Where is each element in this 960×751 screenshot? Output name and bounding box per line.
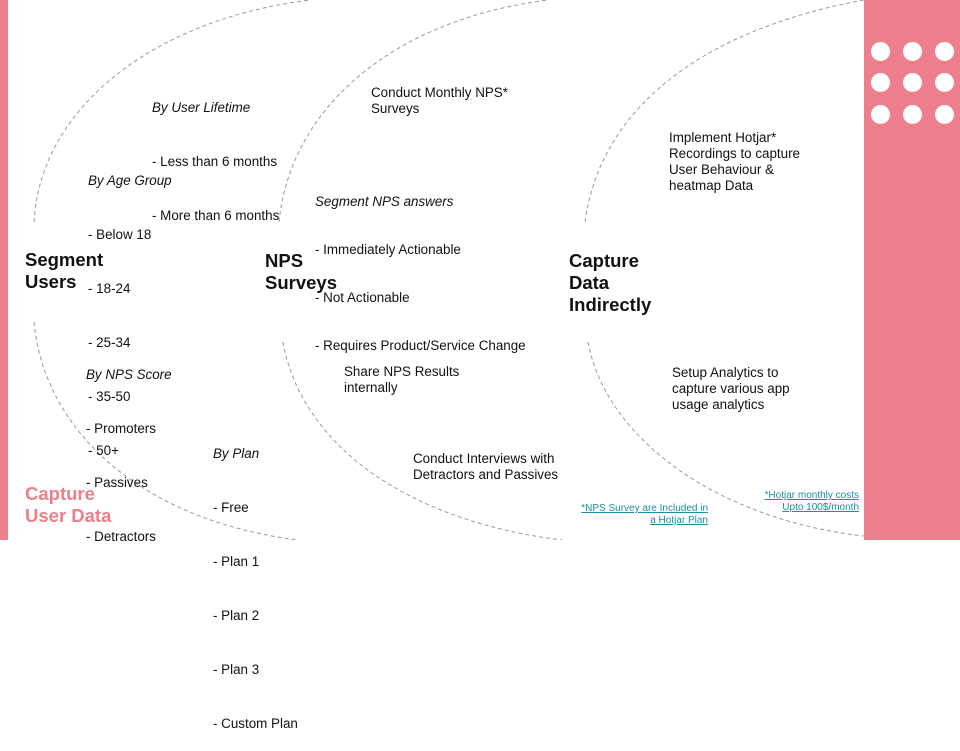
- arc-nps-bottom: [282, 341, 563, 540]
- segment-nps-answers-heading: Segment NPS answers: [315, 194, 454, 209]
- right-accent-panel: [864, 0, 960, 540]
- arc-indirect-bottom: [587, 341, 865, 537]
- by-nps-score: By NPS Score - Promoters - Passives - De…: [86, 330, 172, 564]
- conduct-monthly-nps: Conduct Monthly NPS* Surveys: [371, 85, 508, 116]
- list-item: - Free: [213, 500, 249, 515]
- share-nps-results: Share NPS Results internally: [344, 364, 460, 395]
- arc-indirect-top: [584, 0, 865, 223]
- capture-data-indirectly-title: Capture Data Indirectly: [569, 250, 652, 315]
- by-age-group: By Age Group - Below 18 - 18-24 - 25-34 …: [88, 136, 172, 478]
- decor-dot: [935, 42, 954, 61]
- capture-user-data-title: Capture User Data: [25, 483, 112, 526]
- decor-dot: [903, 42, 922, 61]
- list-item: - Immediately Actionable: [315, 242, 461, 257]
- list-item: - Less than 6 months: [152, 154, 278, 169]
- decor-dot: [935, 105, 954, 124]
- by-age-group-heading: By Age Group: [88, 173, 172, 188]
- segment-users-title: Segment Users: [25, 249, 104, 292]
- footnote-nps-hotjar-plan[interactable]: *NPS Survey are Included in a Hotjar Pla…: [581, 503, 708, 526]
- decor-dot: [935, 73, 954, 92]
- list-item: - Passives: [86, 475, 148, 490]
- by-plan-heading: By Plan: [213, 446, 260, 461]
- conduct-interviews: Conduct Interviews with Detractors and P…: [413, 451, 559, 482]
- arc-segment-users-bottom: [33, 321, 299, 540]
- list-item: - 50+: [88, 443, 119, 458]
- by-nps-score-heading: By NPS Score: [86, 367, 172, 382]
- list-item: - Requires Product/Service Change: [315, 338, 526, 353]
- arc-segment-users-top: [33, 0, 311, 223]
- implement-hotjar: Implement Hotjar* Recordings to capture …: [669, 130, 801, 193]
- dashed-arcs: [33, 0, 865, 540]
- decor-dot: [903, 105, 922, 124]
- list-item: - Plan 1: [213, 554, 260, 569]
- segment-nps-answers: Segment NPS answers - Immediately Action…: [315, 162, 526, 370]
- decor-dot: [871, 42, 890, 61]
- list-item: - Promoters: [86, 421, 156, 436]
- list-item: - 18-24: [88, 281, 131, 296]
- decor-dot: [871, 105, 890, 124]
- decor-dot: [871, 73, 890, 92]
- list-item: - Detractors: [86, 529, 156, 544]
- footnote-hotjar-costs[interactable]: *Hotjar monthly costs Upto 100$/month: [764, 490, 859, 513]
- by-user-lifetime: By User Lifetime - Less than 6 months - …: [152, 63, 279, 243]
- list-item: - 35-50: [88, 389, 131, 404]
- list-item: - 25-34: [88, 335, 131, 350]
- nps-surveys-title: NPS Surveys: [265, 250, 337, 293]
- list-item: - Custom Plan: [213, 716, 298, 731]
- list-item: - Below 18: [88, 227, 152, 242]
- by-plan: By Plan - Free - Plan 1 - Plan 2 - Plan …: [213, 409, 298, 751]
- left-accent-strip: [0, 0, 8, 540]
- arc-nps-top: [278, 0, 549, 223]
- list-item: - Not Actionable: [315, 290, 410, 305]
- list-item: - Plan 2: [213, 608, 260, 623]
- list-item: - More than 6 months: [152, 208, 280, 223]
- decor-dot: [903, 73, 922, 92]
- list-item: - Plan 3: [213, 662, 260, 677]
- setup-analytics: Setup Analytics to capture various app u…: [672, 365, 790, 412]
- by-user-lifetime-heading: By User Lifetime: [152, 100, 251, 115]
